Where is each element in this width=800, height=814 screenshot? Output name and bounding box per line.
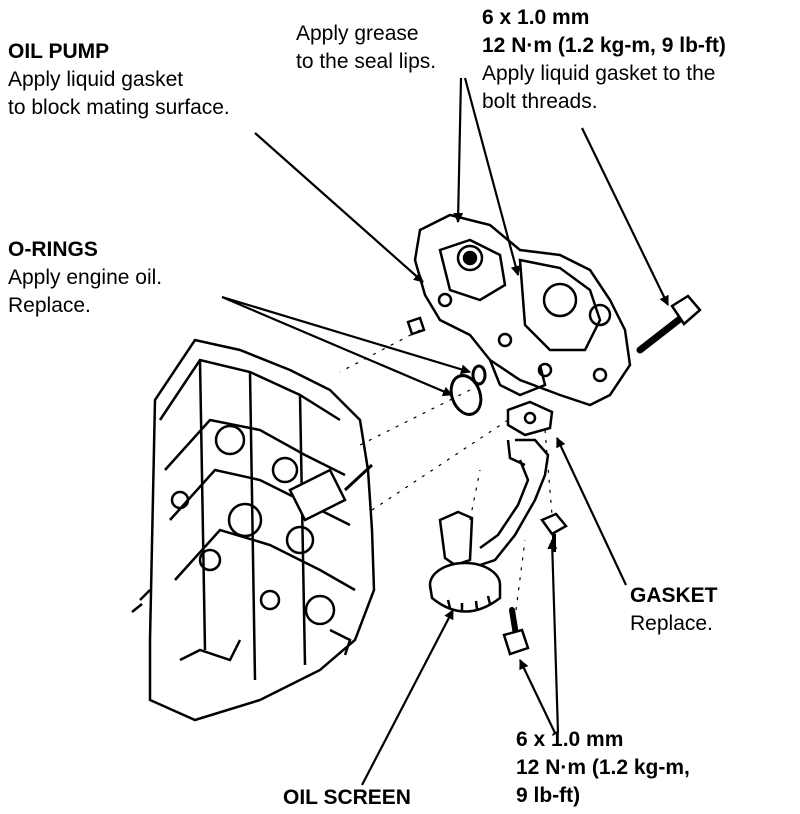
- bolt-top-label: 6 x 1.0 mm 12 N·m (1.2 kg-m, 9 lb-ft) Ap…: [482, 4, 726, 116]
- bolt-bottom-torque-line-1: 12 N·m (1.2 kg-m,: [516, 756, 690, 779]
- oil-pump-label: OIL PUMP Apply liquid gasket to block ma…: [8, 38, 230, 122]
- bolt-top-note-line-2: bolt threads.: [482, 90, 598, 113]
- grease-label: Apply grease to the seal lips.: [296, 20, 436, 76]
- bolt-top-note-line-1: Apply liquid gasket to the: [482, 62, 716, 85]
- o-rings-title: O-RINGS: [8, 238, 98, 261]
- oil-screen-part: [428, 510, 502, 613]
- o-rings-label: O-RINGS Apply engine oil. Replace.: [8, 236, 162, 320]
- pump-bolt-top: [636, 294, 702, 354]
- alignment-lines: [339, 329, 553, 611]
- engine-block: [131, 338, 376, 722]
- gasket-title: GASKET: [630, 584, 718, 607]
- gasket-part: [506, 400, 554, 437]
- oil-screen-title: OIL SCREEN: [283, 786, 411, 809]
- grease-note-line-1: Apply grease: [296, 22, 419, 45]
- o-rings-note-line-2: Replace.: [8, 294, 91, 317]
- gasket-label: GASKET Replace.: [630, 582, 718, 638]
- oil-pump-note-line-2: to block mating surface.: [8, 96, 230, 119]
- bolt-bottom-size: 6 x 1.0 mm: [516, 728, 624, 751]
- leader-lines: [221, 77, 669, 786]
- oil-pump-note-line-1: Apply liquid gasket: [8, 68, 184, 91]
- bolt-top-size: 6 x 1.0 mm: [482, 6, 590, 29]
- bolt-bottom-label: 6 x 1.0 mm 12 N·m (1.2 kg-m, 9 lb-ft): [516, 726, 690, 810]
- oil-pump-title: OIL PUMP: [8, 40, 110, 63]
- gasket-note-line-1: Replace.: [630, 612, 713, 635]
- oil-screen-label: OIL SCREEN: [283, 784, 411, 812]
- bolt-top-torque: 12 N·m (1.2 kg-m, 9 lb-ft): [482, 34, 726, 57]
- bolt-bottom-torque-line-2: 9 lb-ft): [516, 784, 581, 807]
- o-rings-note-line-1: Apply engine oil.: [8, 266, 163, 289]
- pickup-tube: [479, 438, 550, 567]
- grease-note-line-2: to the seal lips.: [296, 50, 437, 73]
- oil-pump-housing: [406, 213, 632, 407]
- bottom-fasteners: [502, 512, 568, 656]
- o-rings: [449, 364, 487, 416]
